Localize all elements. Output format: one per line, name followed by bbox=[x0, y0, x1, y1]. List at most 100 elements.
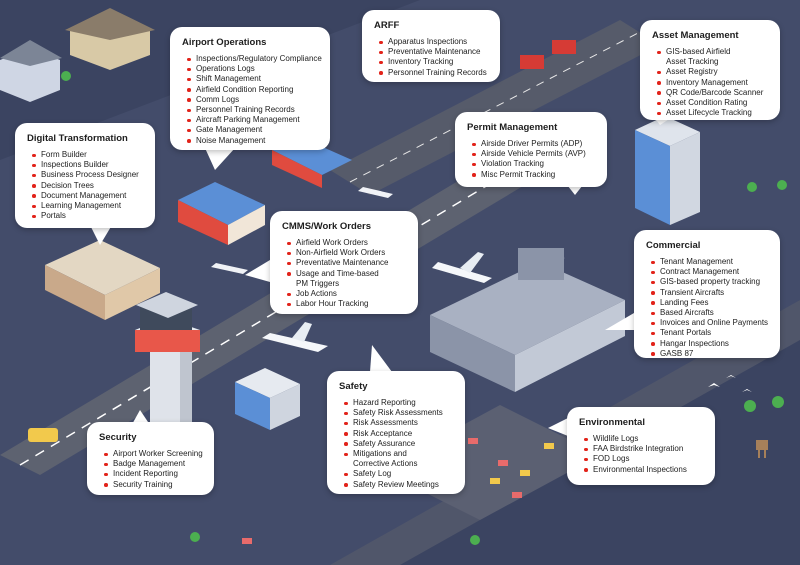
list-item: Personnel Training Records bbox=[379, 67, 487, 77]
taxiway-centerline bbox=[349, 31, 641, 183]
list-item: FOD Logs bbox=[584, 454, 703, 464]
list-item: Operations Logs bbox=[187, 64, 318, 74]
panel-title: Asset Management bbox=[652, 30, 739, 41]
list-item: FAA Birdstrike Integration bbox=[584, 444, 703, 454]
list-item: Contract Management bbox=[651, 267, 768, 277]
list-item: Misc Permit Tracking bbox=[472, 170, 595, 180]
list-item: Form Builder bbox=[32, 150, 143, 160]
list-item: Job Actions bbox=[287, 289, 406, 299]
list-item: Gate Management bbox=[187, 125, 318, 135]
list-item: Inspections Builder bbox=[32, 160, 143, 170]
list-item: Security Training bbox=[104, 480, 202, 490]
list-item: Portals bbox=[32, 211, 143, 221]
fire-trucks bbox=[520, 40, 576, 69]
birds bbox=[708, 375, 752, 392]
list-item: Inspections/Regulatory Compliance bbox=[187, 54, 322, 63]
hangar-left bbox=[45, 240, 160, 320]
panel-title: ARFF bbox=[374, 20, 400, 31]
list-item: Business Process Designer bbox=[32, 170, 143, 180]
list-item: GASB 87 bbox=[651, 349, 768, 359]
list-item: Shift Management bbox=[187, 74, 318, 84]
list-item: Asset Lifecycle Tracking bbox=[657, 108, 768, 118]
trees bbox=[61, 71, 787, 545]
list-item: Invoices and Online Payments bbox=[651, 318, 769, 328]
panel-permit-management: Permit Management Airside Driver Permits… bbox=[455, 112, 607, 187]
list-item: Airfield Work Orders bbox=[287, 238, 406, 248]
list-item: Safety Risk Assessments bbox=[344, 408, 453, 418]
list-item: Transient Aircrafts bbox=[651, 288, 768, 298]
list-item: Tenant Management bbox=[651, 257, 768, 267]
list-item: Hazard Reporting bbox=[344, 398, 453, 408]
list-item: Document Management bbox=[32, 191, 143, 201]
list-item: Airside Vehicle Permits (AVP) bbox=[472, 149, 595, 159]
list-item: Landing Fees bbox=[651, 298, 768, 308]
list-item: Airfield Condition Reporting bbox=[187, 85, 318, 95]
panel-title: Environmental bbox=[579, 417, 645, 428]
list-item: Incident Reporting bbox=[104, 469, 202, 479]
panel-title: Permit Management bbox=[467, 122, 558, 133]
list-item: QR Code/Barcode Scanner bbox=[657, 88, 768, 98]
office-tower bbox=[635, 116, 700, 225]
control-tower bbox=[135, 292, 200, 430]
list-item: Asset Registry bbox=[657, 67, 768, 77]
list-item: Comm Logs bbox=[187, 95, 318, 105]
list-item: Preventative Maintenance bbox=[287, 258, 406, 268]
panel-title: Airport Operations bbox=[182, 37, 267, 48]
list-item: Asset Condition Rating bbox=[657, 98, 768, 108]
list-item: Non-Airfield Work Orders bbox=[287, 248, 406, 258]
deer bbox=[756, 440, 768, 458]
list-item: Personnel Training Records bbox=[187, 105, 318, 115]
list-item: Labor Hour Tracking bbox=[287, 299, 406, 309]
terminal-building bbox=[430, 248, 625, 392]
list-item: Learning Management bbox=[32, 201, 143, 211]
airplanes bbox=[211, 187, 492, 352]
list-item: Safety Log bbox=[344, 469, 453, 479]
small-office bbox=[235, 368, 300, 430]
list-item: Tenant Portals bbox=[651, 328, 768, 338]
list-item: Wildlife Logs bbox=[584, 434, 703, 444]
list-item: Risk Acceptance bbox=[344, 429, 453, 439]
panel-title: Commercial bbox=[646, 240, 701, 251]
security-car bbox=[28, 428, 58, 442]
list-item: Risk Assessments bbox=[344, 418, 453, 428]
list-item: Hangar Inspections bbox=[651, 339, 768, 349]
list-item: Safety Review Meetings bbox=[344, 480, 453, 490]
list-item: Inventory Tracking bbox=[379, 57, 488, 67]
list-item: Environmental Inspections bbox=[584, 465, 703, 475]
list-item: GIS-based property tracking bbox=[651, 277, 768, 287]
houses bbox=[0, 8, 155, 102]
panel-title: CMMS/Work Orders bbox=[282, 221, 372, 232]
list-item: Preventative Maintenance bbox=[379, 47, 488, 57]
list-item: Decision Trees bbox=[32, 181, 143, 191]
parked-cars bbox=[242, 438, 554, 544]
list-item: Airport Worker Screening bbox=[104, 449, 203, 458]
list-item: Violation Tracking bbox=[472, 159, 595, 169]
list-item: Aircraft Parking Management bbox=[187, 115, 318, 125]
list-item: Safety Assurance bbox=[344, 439, 453, 449]
panel-list: Airside Driver Permits (ADP)Airside Vehi… bbox=[467, 139, 595, 180]
panel-airport-operations: Airport Operations Inspections/Regulator… bbox=[170, 27, 330, 150]
list-item: Badge Management bbox=[104, 459, 202, 469]
upper-taxiway bbox=[330, 20, 660, 195]
list-item: Noise Management bbox=[187, 136, 318, 146]
hangar-blue-roof bbox=[178, 182, 265, 245]
